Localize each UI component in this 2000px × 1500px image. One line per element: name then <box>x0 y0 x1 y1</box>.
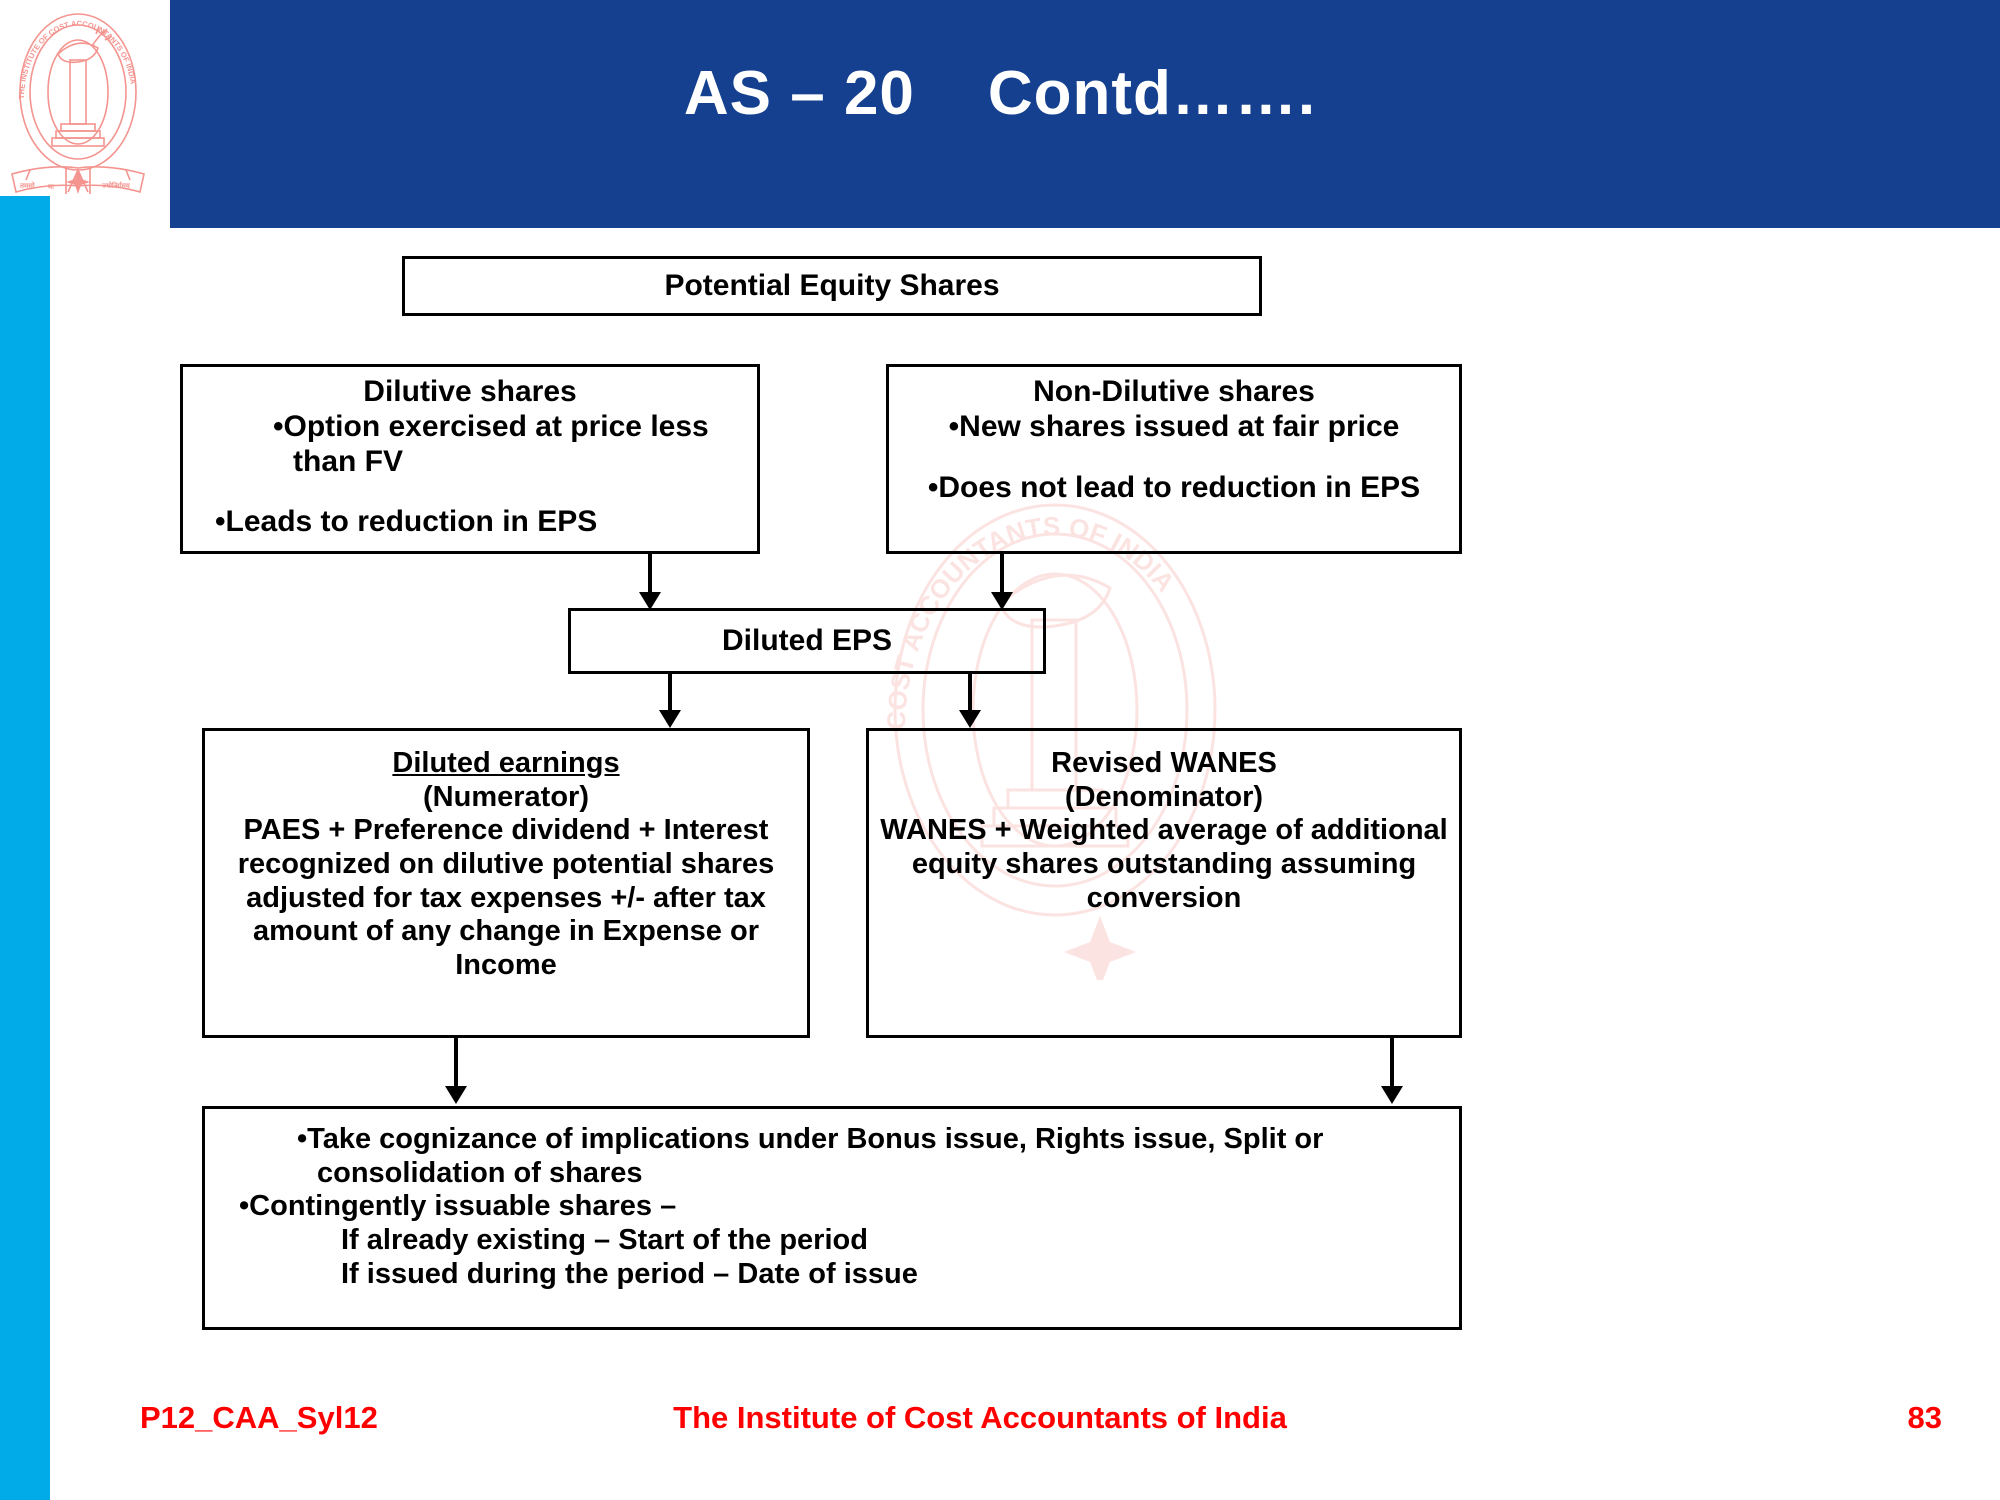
node-diluted-earnings-line-2: recognized on dilutive potential shares <box>237 847 775 880</box>
node-diluted-earnings-subheading: (Numerator) <box>423 780 589 813</box>
node-non-dilutive-shares-bullet-1: •New shares issued at fair price <box>948 409 1400 443</box>
connector-nondilutive-to-dilutedeps <box>1000 554 1004 598</box>
header-band <box>170 0 2000 228</box>
connector-dilutedeps-to-earnings <box>668 674 672 716</box>
footer: P12_CAA_Syl12 The Institute of Cost Acco… <box>0 1400 2000 1460</box>
connector-wanes-to-bottom <box>1390 1038 1394 1090</box>
node-other-considerations-line-3: If already existing – Start of the perio… <box>341 1223 868 1256</box>
arrowhead-nondilutive-to-dilutedeps <box>991 592 1013 610</box>
institute-logo-icon: तमसो मा ज्योतिर्गमय THE INSTITUTE OF COS… <box>6 4 166 196</box>
page-title: AS – 20 Contd……. <box>683 59 1317 128</box>
left-accent-strip <box>0 196 50 1500</box>
arrowhead-earnings-to-bottom <box>445 1086 467 1104</box>
node-other-considerations-bullet-2: •Contingently issuable shares – <box>239 1190 677 1223</box>
arrowhead-dilutedeps-to-wanes <box>959 710 981 728</box>
node-dilutive-shares[interactable]: Dilutive shares •Option exercised at pri… <box>180 364 760 554</box>
node-other-considerations[interactable]: •Take cognizance of implications under B… <box>202 1106 1462 1330</box>
node-diluted-earnings-line-4: amount of any change in Expense or Incom… <box>253 915 759 981</box>
node-non-dilutive-shares[interactable]: Non-Dilutive shares •New shares issued a… <box>886 364 1462 554</box>
node-other-considerations-bullet-1: •Take cognizance of implications under B… <box>297 1123 1332 1189</box>
arrowhead-dilutedeps-to-earnings <box>659 710 681 728</box>
node-revised-wanes-line-3: conversion <box>1086 881 1242 914</box>
connector-dilutive-to-dilutedeps <box>648 554 652 598</box>
node-revised-wanes-subheading: (Denominator) <box>1064 780 1264 813</box>
footer-page-number: 83 <box>1907 1400 1942 1435</box>
svg-text:मा: मा <box>47 184 55 191</box>
footer-syllabus-code: P12_CAA_Syl12 <box>140 1400 378 1435</box>
node-potential-equity-shares-label: Potential Equity Shares <box>664 268 1000 302</box>
node-dilutive-shares-bullet-1: •Option exercised at price less than FV <box>273 409 718 478</box>
connector-dilutedeps-to-wanes <box>968 674 972 716</box>
node-diluted-earnings[interactable]: Diluted earnings (Numerator) PAES + Pref… <box>202 728 810 1038</box>
arrowhead-wanes-to-bottom <box>1381 1086 1403 1104</box>
node-revised-wanes[interactable]: Revised WANES (Denominator) WANES + Weig… <box>866 728 1462 1038</box>
node-dilutive-shares-bullet-2: •Leads to reduction in EPS <box>215 505 598 539</box>
node-revised-wanes-heading: Revised WANES <box>1051 747 1277 779</box>
connector-earnings-to-bottom <box>454 1038 458 1090</box>
node-other-considerations-line-4: If issued during the period – Date of is… <box>341 1257 918 1290</box>
node-non-dilutive-shares-title: Non-Dilutive shares <box>1033 375 1315 408</box>
node-diluted-eps[interactable]: Diluted EPS <box>568 608 1046 674</box>
node-diluted-earnings-line-3: adjusted for tax expenses +/- after tax <box>246 881 766 914</box>
node-revised-wanes-line-1: WANES + Weighted average of additional <box>880 814 1448 847</box>
node-diluted-earnings-heading: Diluted earnings <box>392 747 620 779</box>
node-non-dilutive-shares-bullet-2: •Does not lead to reduction in EPS <box>927 470 1421 504</box>
footer-institute-name: The Institute of Cost Accountants of Ind… <box>673 1400 1287 1435</box>
svg-text:तमसो: तमसो <box>19 181 36 190</box>
svg-text:ज्योतिर्गमय: ज्योतिर्गमय <box>101 181 131 190</box>
node-diluted-eps-label: Diluted EPS <box>721 623 893 657</box>
node-potential-equity-shares[interactable]: Potential Equity Shares <box>402 256 1262 316</box>
node-dilutive-shares-title: Dilutive shares <box>363 375 577 408</box>
node-diluted-earnings-line-1: PAES + Preference dividend + Interest <box>243 814 769 847</box>
node-revised-wanes-line-2: equity shares outstanding assuming <box>911 847 1417 880</box>
arrowhead-dilutive-to-dilutedeps <box>639 592 661 610</box>
